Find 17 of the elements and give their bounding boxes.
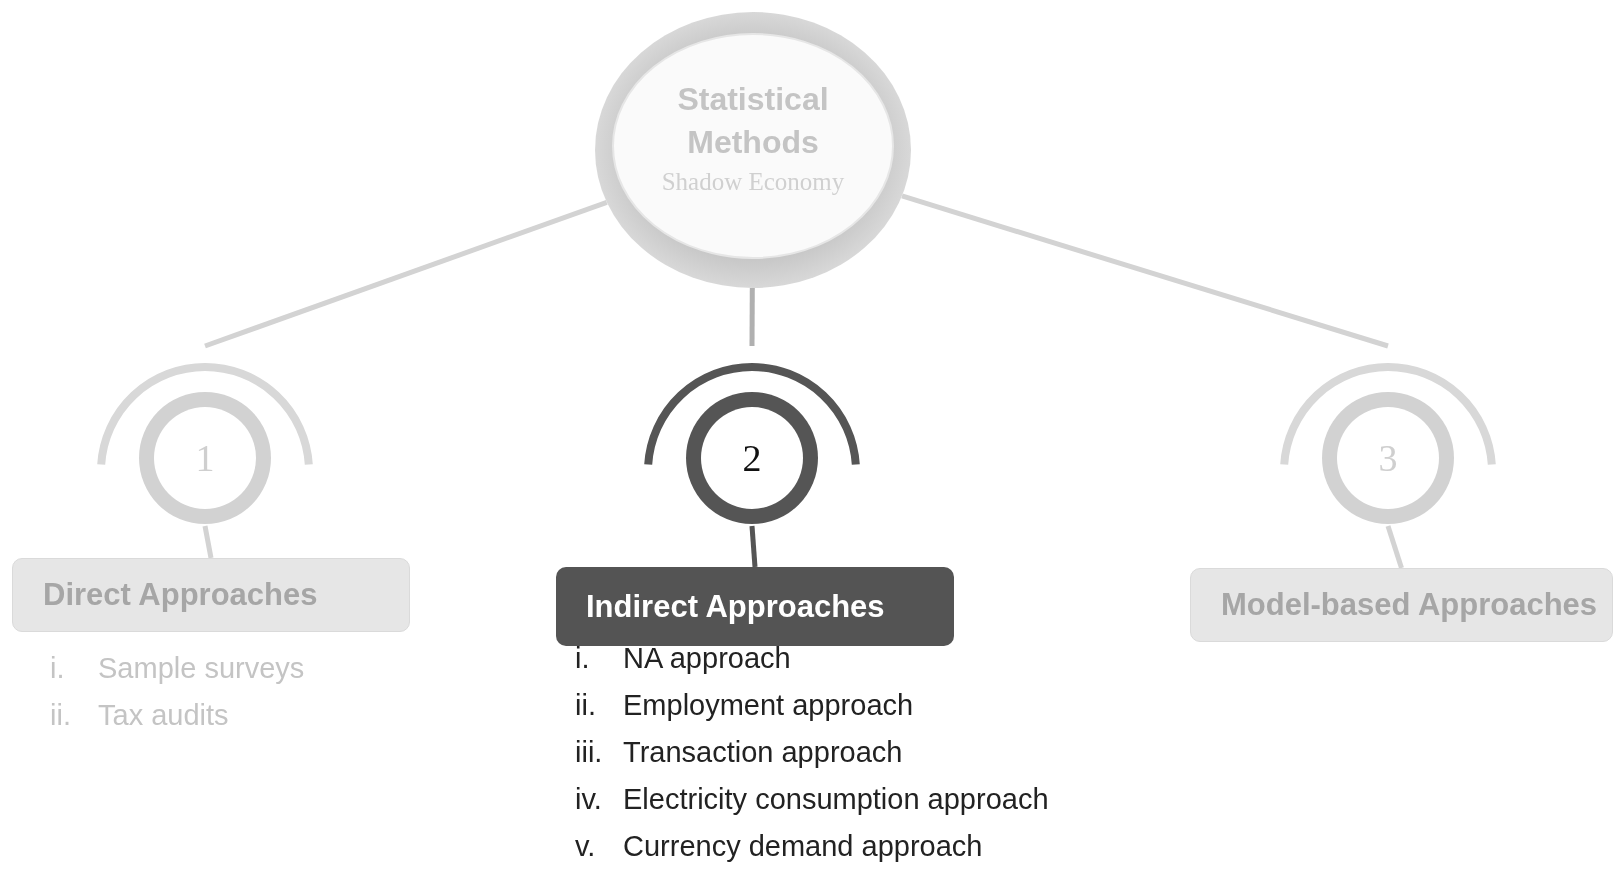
approach-box: Model-based Approaches	[1190, 568, 1613, 642]
list-item: ii. Employment approach	[575, 688, 914, 723]
step-number: 2	[741, 436, 763, 480]
approach-box: Direct Approaches	[12, 558, 410, 632]
connector-line	[901, 193, 1389, 349]
list-item: i. Sample surveys	[50, 651, 305, 686]
connector-line	[202, 525, 214, 559]
connector-line	[204, 199, 608, 349]
list-item: iv. Electricity consumption approach	[575, 782, 1049, 817]
list-item: v. Currency demand approach	[575, 829, 983, 864]
list-item: iii. Transaction approach	[575, 735, 903, 770]
connector-line	[1385, 525, 1404, 569]
ellipse-node	[595, 12, 911, 288]
connector-line	[749, 525, 758, 568]
list-item: ii. Tax audits	[50, 698, 229, 733]
connector-line	[749, 288, 755, 346]
approach-box: Indirect Approaches	[556, 567, 954, 646]
